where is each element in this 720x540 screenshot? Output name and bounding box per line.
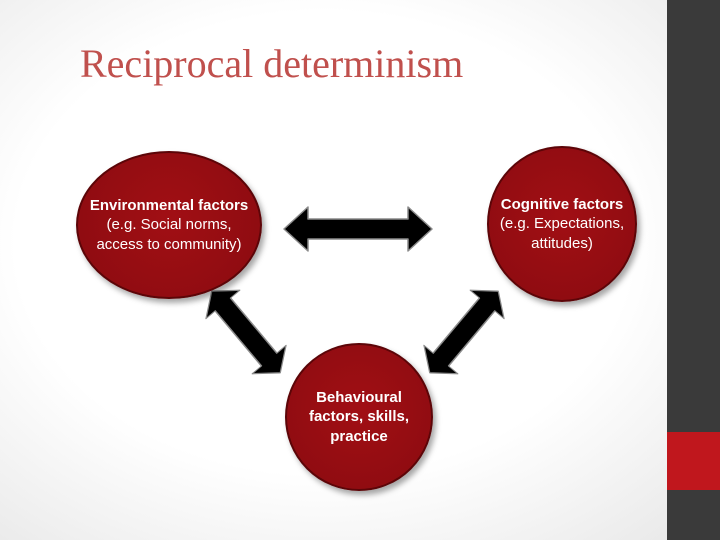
behavioural-label-bold: Behavioural factors, skills, practice: [308, 389, 410, 445]
slide-title: Reciprocal determinism: [80, 41, 464, 86]
arrow-environment-cognitive: [283, 206, 433, 252]
arrow-environment-behaviour: [194, 276, 298, 388]
node-cognitive-factors: Cognitive factors (e.g. Expectations, at…: [487, 146, 637, 302]
node-behavioural-factors: Behavioural factors, skills, practice: [285, 343, 433, 491]
environmental-label-detail: (e.g. Social norms, access to community): [96, 216, 242, 253]
node-environmental-factors: Environmental factors (e.g. Social norms…: [76, 151, 262, 299]
cognitive-label-detail: (e.g. Expectations, attitudes): [499, 215, 625, 252]
arrow-cognitive-behaviour: [412, 276, 516, 388]
cognitive-label-bold: Cognitive factors: [500, 196, 624, 214]
environmental-label-bold: Environmental factors: [89, 197, 249, 215]
sidebar-accent-bar: [667, 432, 720, 490]
